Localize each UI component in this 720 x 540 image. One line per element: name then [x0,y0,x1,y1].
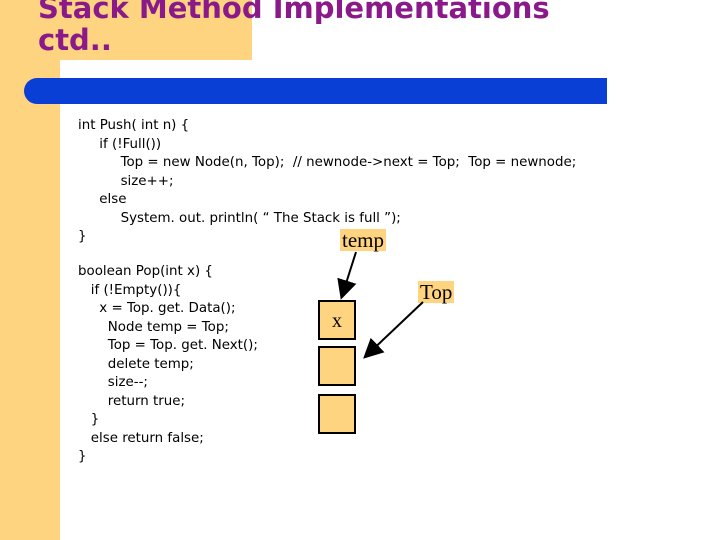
code-line: else return false; [78,430,204,446]
content-corner [60,60,180,540]
code-line: delete temp; [78,356,194,372]
code-line: } [78,449,87,464]
title-band [0,0,252,60]
stack-node: x [318,300,356,340]
code-line: System. out. println( “ The Stack is ful… [78,210,401,226]
code-line: else [78,192,127,207]
pop-code-block: boolean Pop(int x) { if (!Empty()){ x = … [78,263,258,467]
code-line: size--; [78,375,148,390]
stack-node-value: x [332,310,342,332]
top-pointer-arrow [363,301,424,359]
accent-bar [24,78,607,104]
code-line: Node temp = Top; [78,319,229,335]
stack-node [318,394,356,434]
code-line: } [78,412,100,427]
code-line: Top = Top. get. Next(); [78,338,258,353]
code-line: if (!Empty()){ [78,282,182,298]
slide-title: Stack Method Implementations ctd.. [38,0,550,57]
push-code-block: int Push( int n) { if (!Full()) Top = ne… [78,117,576,247]
code-line: Top = new Node(n, Top); // newnode->next… [78,155,577,170]
code-line: int Push( int n) { [78,118,190,133]
stack-node [318,346,356,386]
code-line: size++; [78,173,174,189]
code-line: } [78,229,87,244]
top-label: Top [418,280,455,304]
code-line: x = Top. get. Data(); [78,301,236,316]
temp-label: temp [340,228,386,252]
code-line: if (!Full()) [78,136,162,152]
code-line: return true; [78,393,185,409]
temp-pointer-arrow [337,251,357,300]
code-line: boolean Pop(int x) { [78,264,213,279]
